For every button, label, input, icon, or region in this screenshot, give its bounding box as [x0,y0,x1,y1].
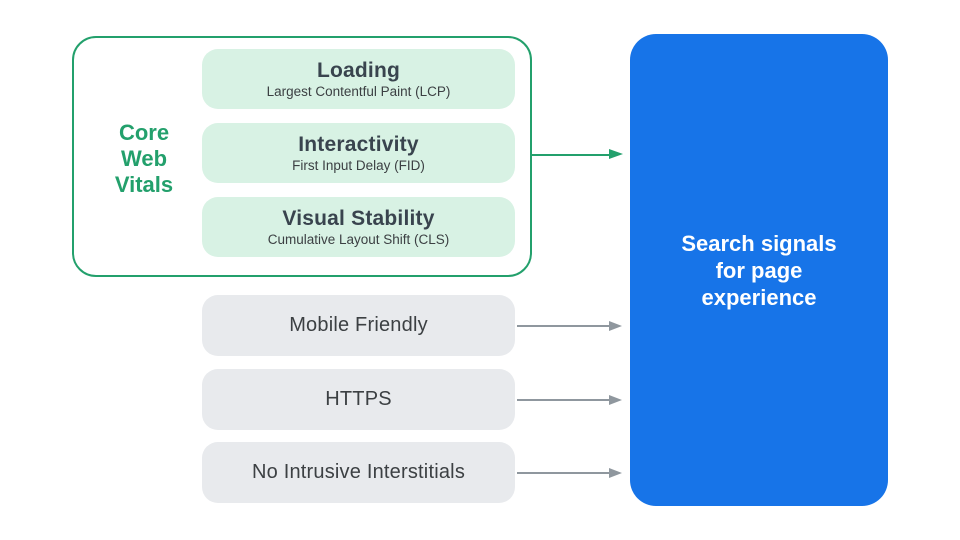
signal-pill-https: HTTPS [202,369,515,430]
cwv-label-line: Web [120,146,168,171]
metric-title: Loading [316,58,401,82]
signal-pill-no-intrusive-interstitials: No Intrusive Interstitials [202,442,515,503]
mobile-friendly-arrow-line [517,324,609,327]
core-web-vitals-group: Core Web Vitals Loading Largest Contentf… [72,36,532,277]
core-web-vitals-label: Core Web Vitals [84,120,204,198]
https-arrow-line [517,398,609,401]
metric-pill-loading: Loading Largest Contentful Paint (LCP) [202,49,515,109]
interstitials-arrow-line [517,471,609,474]
search-signals-label: Search signals for page experience [630,230,888,311]
mobile-friendly-arrow-head-icon [609,320,622,331]
cwv-arrow-line [532,153,610,156]
signal-label: HTTPS [325,388,392,410]
metric-pill-visual-stability: Visual Stability Cumulative Layout Shift… [202,197,515,257]
https-arrow-head-icon [609,394,622,405]
result-label-line: experience [701,285,817,310]
search-signals-box: Search signals for page experience [630,34,888,506]
cwv-label-line: Vitals [114,172,174,197]
metric-title: Interactivity [298,132,419,156]
cwv-arrow-head-icon [609,149,623,159]
signal-label: Mobile Friendly [289,314,428,336]
signal-pill-mobile-friendly: Mobile Friendly [202,295,515,356]
cwv-label-line: Core [118,120,170,145]
metric-subtitle: Cumulative Layout Shift (CLS) [267,231,450,247]
result-label-line: for page [715,258,803,283]
result-label-line: Search signals [681,231,837,256]
interstitials-arrow-head-icon [609,467,622,478]
metric-subtitle: Largest Contentful Paint (LCP) [266,83,451,99]
metric-title: Visual Stability [282,206,435,230]
metric-pill-interactivity: Interactivity First Input Delay (FID) [202,123,515,183]
metric-subtitle: First Input Delay (FID) [292,157,425,173]
signal-label: No Intrusive Interstitials [251,461,466,483]
